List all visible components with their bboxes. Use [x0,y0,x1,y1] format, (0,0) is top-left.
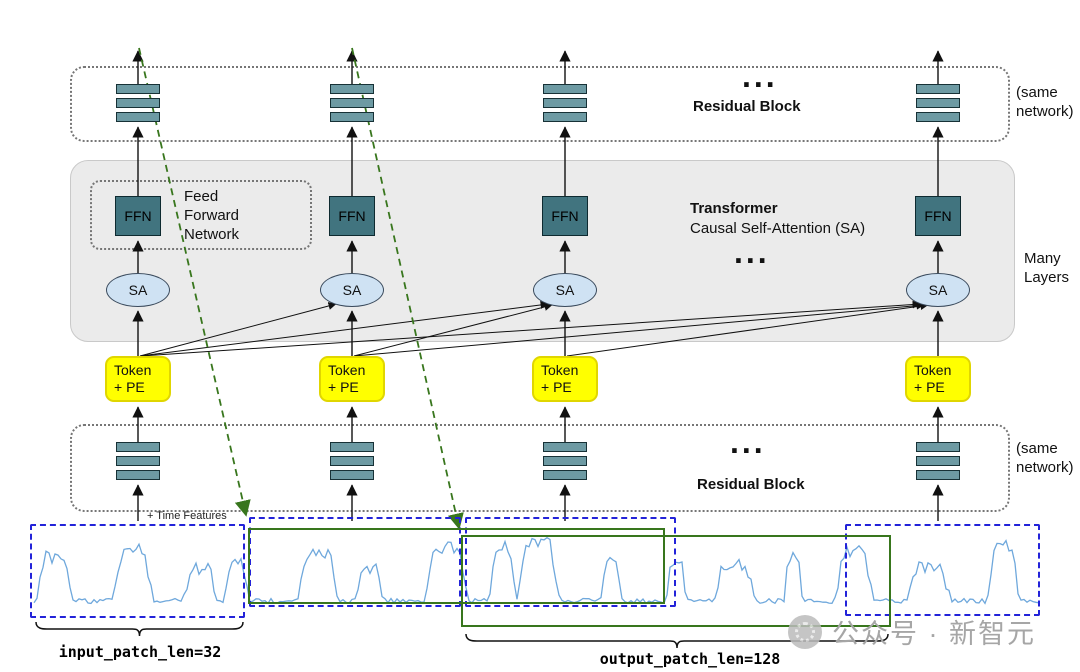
many-layers-note: Many Layers [1024,250,1070,286]
token-line1: Token [914,362,952,379]
watermark: 公众号 · 新智元 [788,612,1036,651]
token-pe-box: Token + PE [105,356,171,402]
sa-ellipse: SA [533,273,597,307]
token-pe-box: Token + PE [905,356,971,402]
watermark-text: 公众号 · 新智元 [832,619,1036,649]
ffn-label: FFN [551,208,579,224]
ffn-note: Feed Forward Network [184,188,240,243]
transformer-subtitle: Causal Self-Attention (SA) [690,220,866,237]
top-same-network-note: (same network) [1016,84,1074,120]
ffn-box: FFN [542,196,588,236]
residual-block-icon [330,84,374,122]
time-features-note: + Time Features [147,510,227,522]
residual-block-icon [330,442,374,480]
residual-block-icon [916,442,960,480]
ffn-label: FFN [124,208,152,224]
transformer-ellipsis: ... [734,234,770,270]
ffn-box: FFN [329,196,375,236]
bottom-residual-container [70,424,1010,512]
token-line1: Token [328,362,366,379]
sa-label: SA [928,282,948,298]
token-line2: + PE [328,379,359,395]
bottom-residual-ellipsis: ... [730,424,766,460]
ffn-box: FFN [115,196,161,236]
output-patch-len-label: output_patch_len=128 [599,650,781,668]
bottom-residual-label: Residual Block [697,476,805,493]
sa-label: SA [128,282,148,298]
token-line2: + PE [541,379,572,395]
residual-block-icon [116,442,160,480]
transformer-title: Transformer [690,200,778,217]
token-line2: + PE [114,379,145,395]
token-pe-box: Token + PE [319,356,385,402]
residual-block-icon [916,84,960,122]
residual-block-icon [543,442,587,480]
ffn-box: FFN [915,196,961,236]
input-brace-icon [35,621,244,637]
sa-label: SA [342,282,362,298]
sa-label: SA [555,282,575,298]
token-line1: Token [114,362,152,379]
ffn-label: FFN [338,208,366,224]
token-line1: Token [541,362,579,379]
ffn-label: FFN [924,208,952,224]
input-patch-box-1 [30,524,245,618]
bottom-same-network-note: (same network) [1016,440,1074,476]
sa-ellipse: SA [906,273,970,307]
token-pe-box: Token + PE [532,356,598,402]
residual-block-icon [116,84,160,122]
input-patch-len-label: input_patch_len=32 [58,643,222,661]
watermark-logo-icon [788,614,822,649]
sa-ellipse: SA [106,273,170,307]
top-residual-label: Residual Block [693,98,801,115]
residual-block-icon [543,84,587,122]
top-residual-container [70,66,1010,142]
token-line2: + PE [914,379,945,395]
sa-ellipse: SA [320,273,384,307]
top-residual-ellipsis: ... [742,58,778,94]
